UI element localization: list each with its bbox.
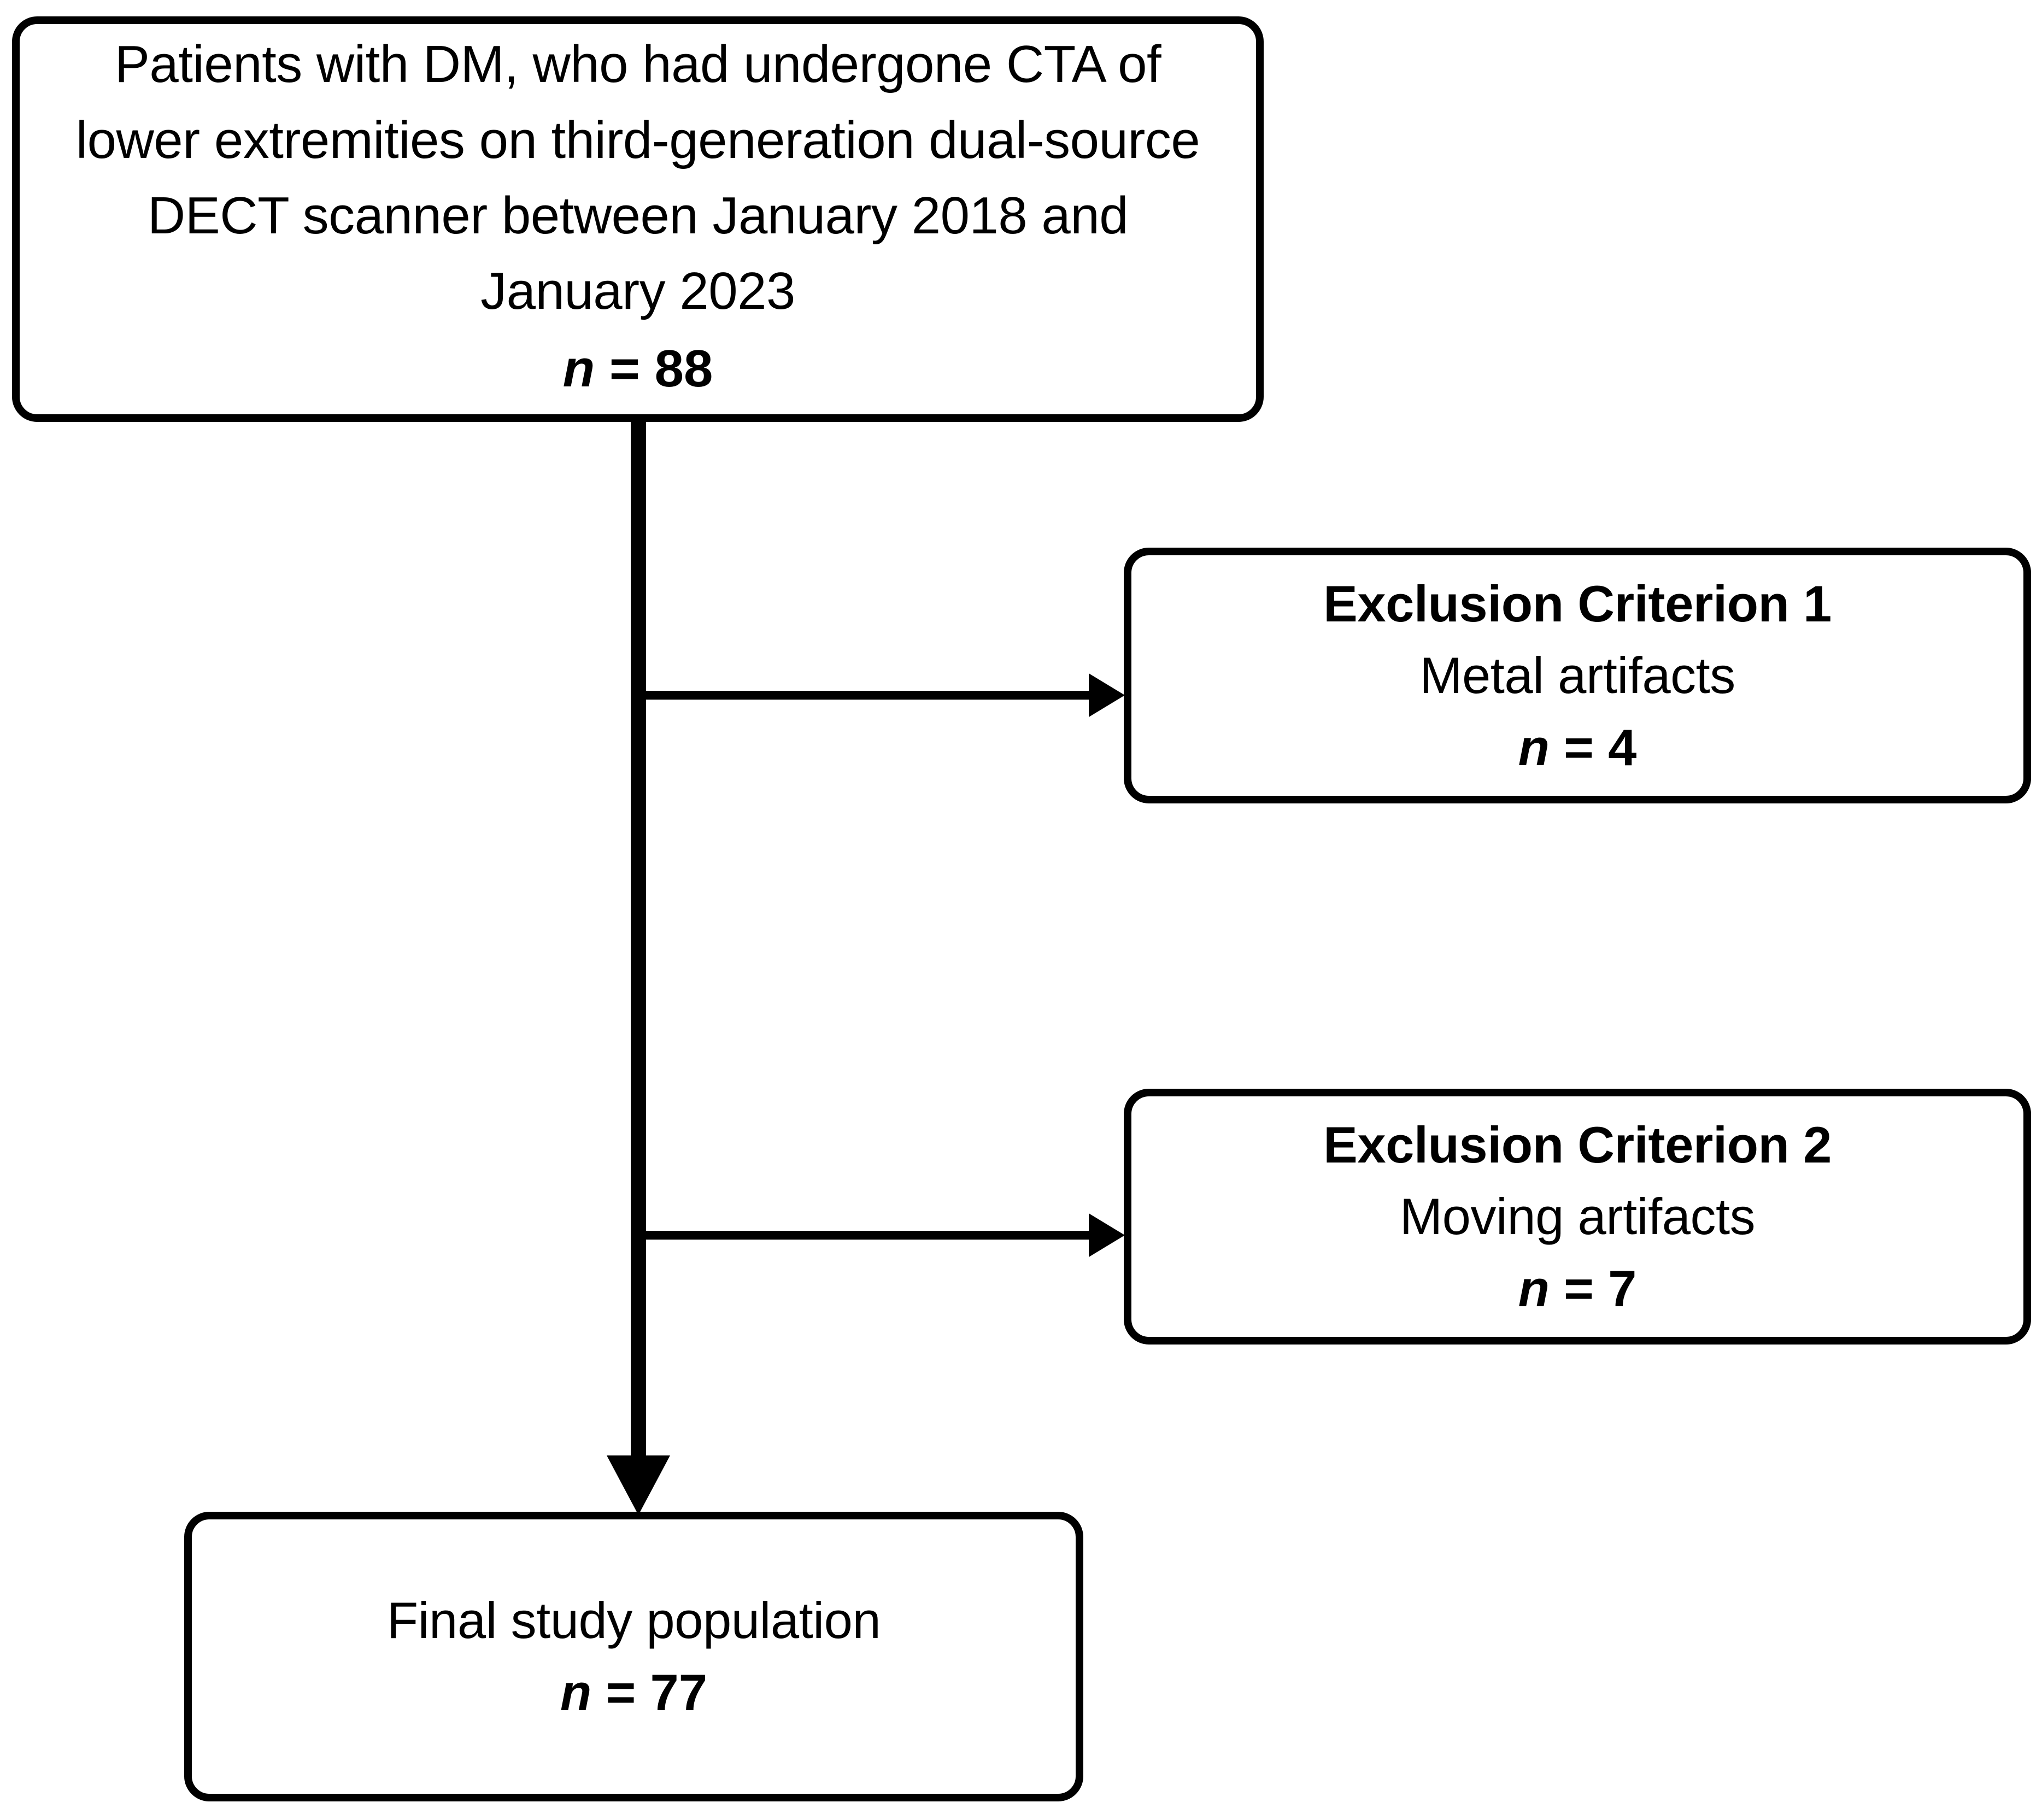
node-exclusion-criterion-2: Exclusion Criterion 2 Moving artifacts n…: [1124, 1089, 2031, 1345]
count-value: 77: [650, 1664, 708, 1721]
node-exclusion-criterion-2-reason: Moving artifacts: [1399, 1188, 1756, 1246]
node-source-population-text: Patients with DM, who had undergone CTA …: [75, 35, 1200, 321]
n-symbol: n: [1518, 718, 1550, 776]
count-value: 4: [1608, 718, 1637, 776]
equals-symbol: =: [609, 339, 640, 398]
branch-2-arrowhead-right-icon: [1089, 1213, 1125, 1257]
n-symbol: n: [1518, 1259, 1550, 1317]
node-exclusion-criterion-2-count: n = 7: [1153, 1253, 2002, 1325]
trunk-arrowhead-down-icon: [607, 1455, 670, 1515]
equals-symbol: =: [1564, 1259, 1594, 1317]
n-symbol: n: [560, 1664, 592, 1721]
node-exclusion-criterion-1-reason: Metal artifacts: [1419, 647, 1735, 704]
node-source-population: Patients with DM, who had undergone CTA …: [12, 16, 1264, 422]
equals-symbol: =: [1564, 718, 1594, 776]
node-exclusion-criterion-1-count: n = 4: [1153, 712, 2002, 784]
count-value: 7: [1608, 1259, 1637, 1317]
node-exclusion-criterion-1: Exclusion Criterion 1 Metal artifacts n …: [1124, 548, 2031, 803]
node-exclusion-criterion-2-title: Exclusion Criterion 2: [1323, 1116, 1832, 1173]
count-value: 88: [654, 339, 713, 398]
n-symbol: n: [562, 339, 595, 398]
node-source-population-count: n = 88: [49, 332, 1227, 406]
branch-1-arrowhead-right-icon: [1089, 673, 1125, 717]
node-final-population-count: n = 77: [214, 1657, 1054, 1729]
equals-symbol: =: [606, 1664, 636, 1721]
node-final-population-text: Final study population: [386, 1592, 881, 1649]
node-exclusion-criterion-1-title: Exclusion Criterion 1: [1323, 574, 1832, 632]
node-final-population: Final study population n = 77: [184, 1512, 1083, 1801]
